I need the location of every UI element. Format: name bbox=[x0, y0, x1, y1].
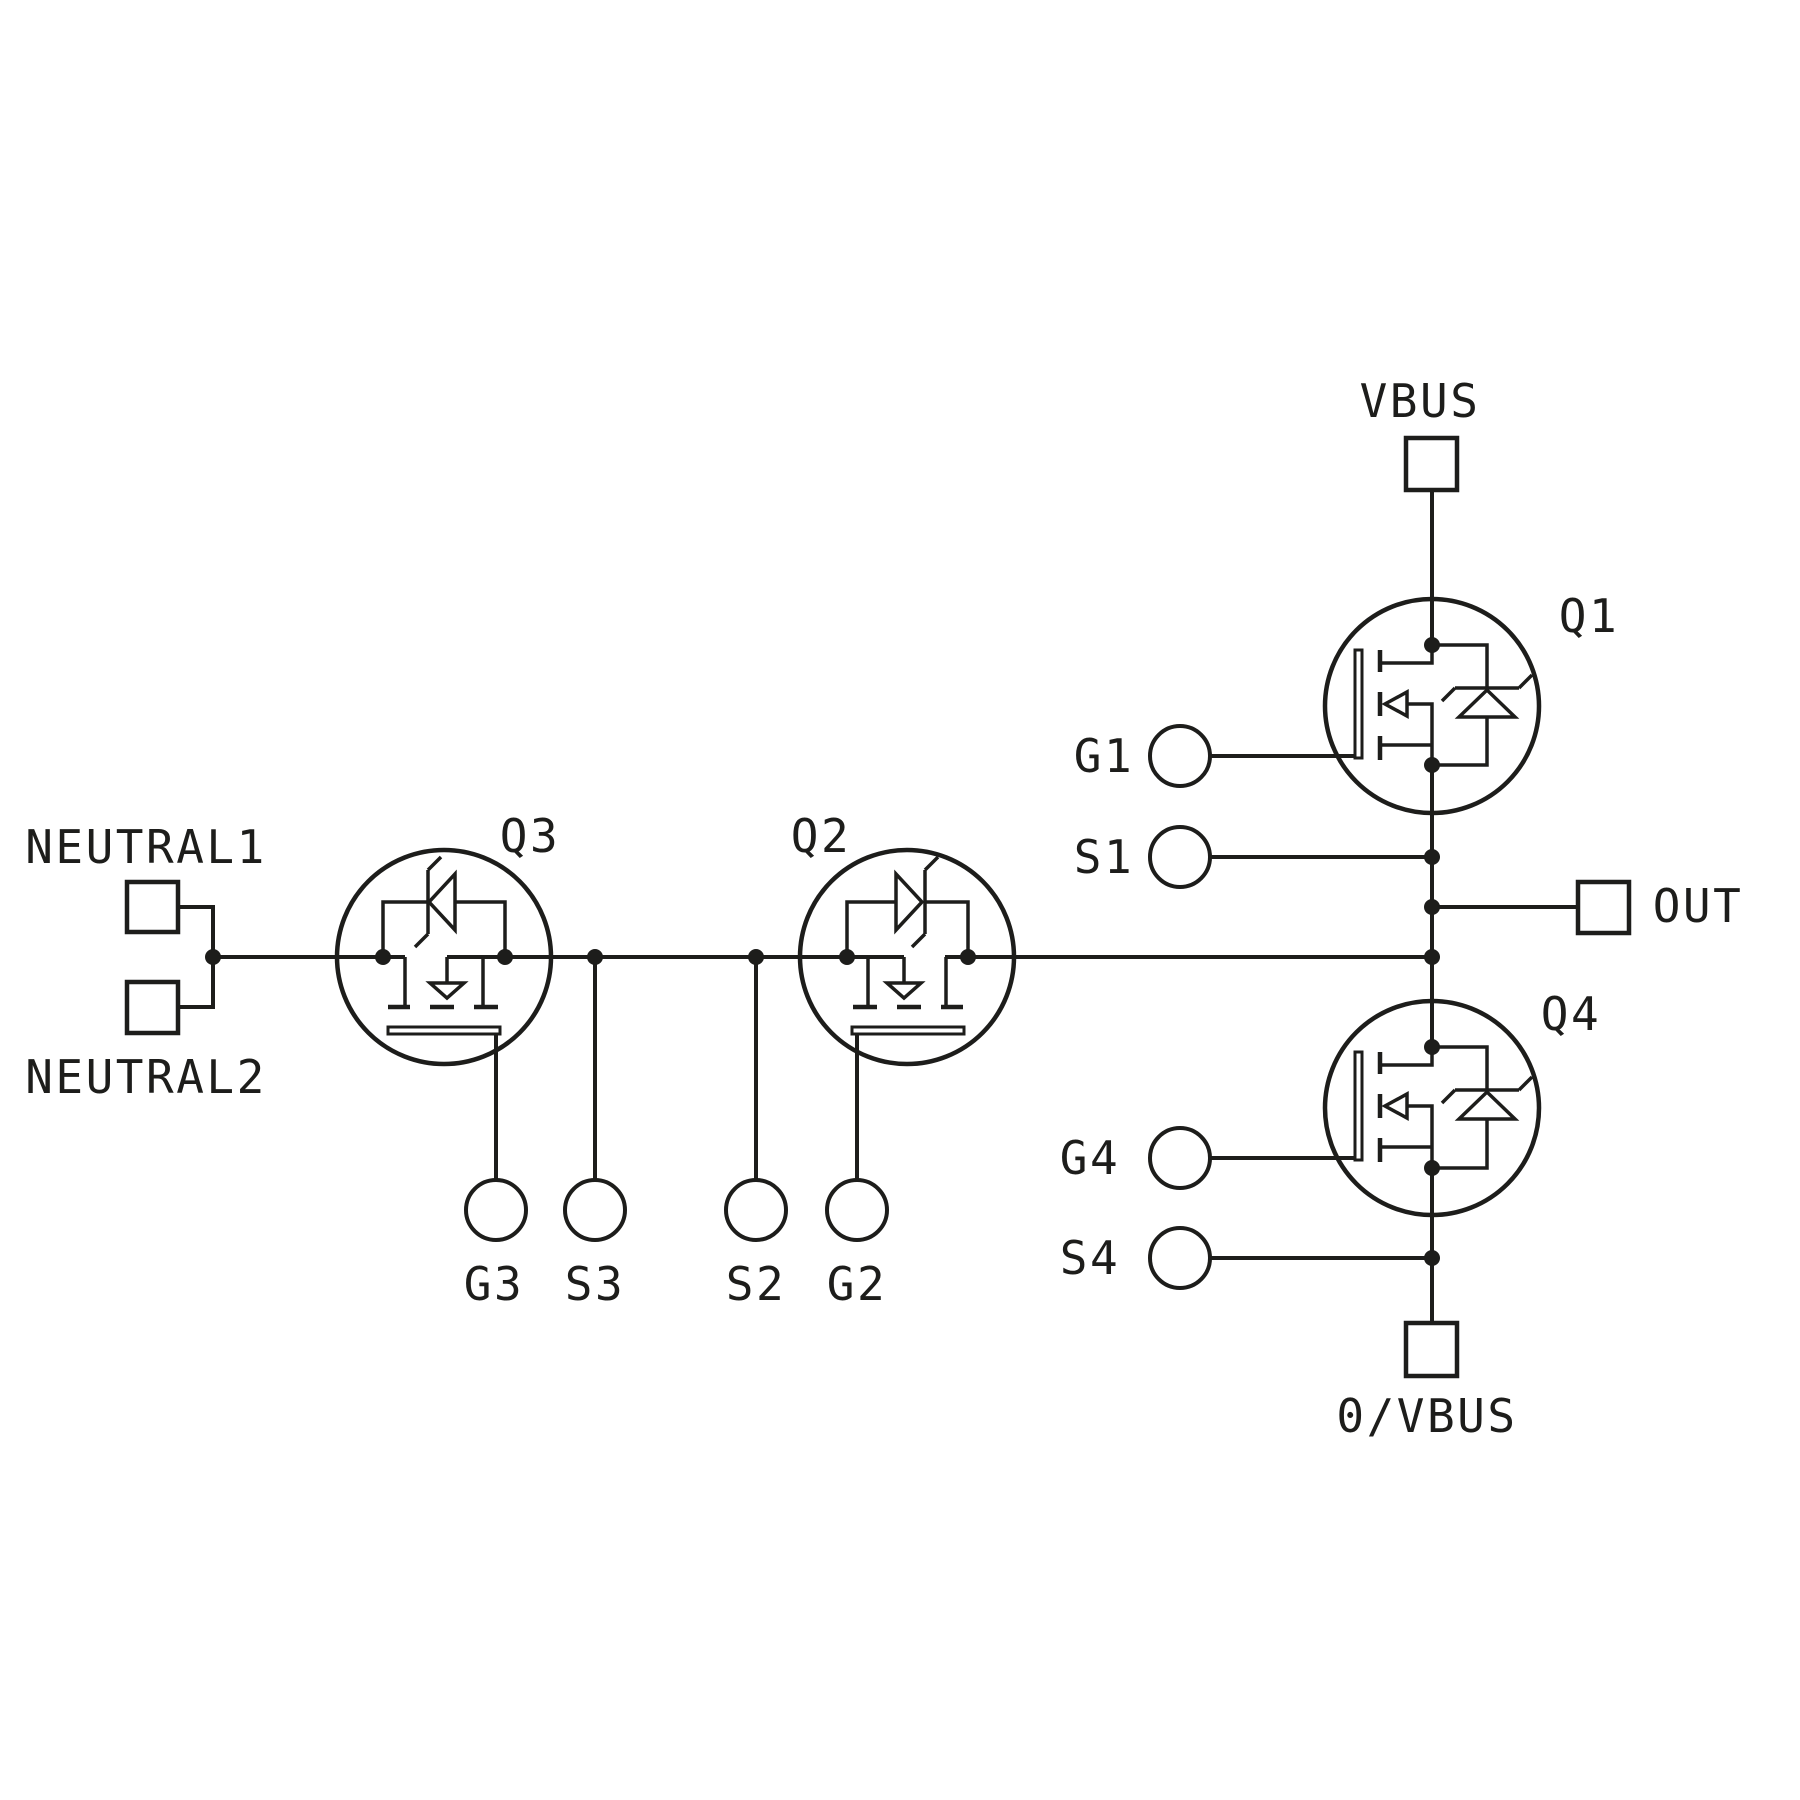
q3-source-junction-dot bbox=[497, 949, 513, 965]
q4-label: Q4 bbox=[1541, 987, 1601, 1041]
q2-gate-bar bbox=[850, 1025, 966, 1036]
junction-dots bbox=[205, 849, 1440, 1266]
s2-label: S2 bbox=[726, 1257, 786, 1311]
s3-junction-dot bbox=[587, 949, 603, 965]
labels: VBUS OUT 0/VBUS NEUTRAL1 NEUTRAL2 Q1 Q2 … bbox=[25, 374, 1744, 1443]
s1-label: S1 bbox=[1074, 830, 1134, 884]
q3-drain-junction-dot bbox=[375, 949, 391, 965]
g3-label: G3 bbox=[464, 1257, 524, 1311]
s4-junction-dot bbox=[1424, 1250, 1440, 1266]
neutral2-stub-wire bbox=[178, 957, 215, 1009]
q1-zener-anode-branch bbox=[1432, 717, 1489, 767]
pin-s2 bbox=[724, 1178, 788, 1242]
vbus-label: VBUS bbox=[1360, 374, 1481, 428]
q4-source-junction-dot bbox=[1424, 1160, 1440, 1176]
terminal-neutral2 bbox=[124, 979, 181, 1036]
q4-drain-stub bbox=[1380, 1047, 1434, 1067]
q3-label: Q3 bbox=[500, 809, 560, 863]
q4-drain-junction-dot bbox=[1424, 1039, 1440, 1055]
q4-zener-cathode-branch bbox=[1432, 1045, 1489, 1090]
pin-circles bbox=[464, 724, 1212, 1290]
pin-g1 bbox=[1148, 724, 1212, 788]
neutral2-label: NEUTRAL2 bbox=[25, 1050, 267, 1104]
q3-zener-cathode-branch bbox=[381, 900, 428, 957]
mosfet-q1 bbox=[1322, 596, 1542, 816]
terminal-squares bbox=[124, 435, 1632, 1379]
q4-body-circle bbox=[1322, 998, 1542, 1218]
mosfet-q3 bbox=[334, 847, 554, 1067]
q3-body-arrow-icon bbox=[425, 981, 469, 1001]
q2-zener-cathode-branch bbox=[925, 900, 970, 957]
g2-label: G2 bbox=[827, 1257, 887, 1311]
terminal-vbus bbox=[1403, 435, 1460, 493]
out-junction-dot bbox=[1424, 899, 1440, 915]
pin-g4 bbox=[1148, 1126, 1212, 1190]
out-label: OUT bbox=[1653, 879, 1744, 933]
terminal-neutral1 bbox=[124, 879, 181, 935]
q3-body-circle bbox=[334, 847, 554, 1067]
q1-gate-bar bbox=[1353, 648, 1364, 760]
q1-body-circle bbox=[1322, 596, 1542, 816]
q1-zener-triangle-icon bbox=[1454, 687, 1520, 719]
q2-zener-cathode-bar bbox=[910, 855, 940, 949]
pin-s3 bbox=[563, 1178, 627, 1242]
terminal-zero-vbus bbox=[1403, 1320, 1460, 1379]
q2-zener-anode-branch bbox=[845, 900, 896, 957]
g4-label: G4 bbox=[1060, 1131, 1120, 1185]
pin-g3 bbox=[464, 1178, 528, 1242]
terminal-out bbox=[1575, 879, 1632, 936]
neutral1-label: NEUTRAL1 bbox=[25, 820, 267, 874]
pin-s1 bbox=[1148, 825, 1212, 889]
zero-vbus-label: 0/VBUS bbox=[1336, 1389, 1517, 1443]
q1-body-source-link bbox=[1407, 702, 1434, 765]
s4-label: S4 bbox=[1060, 1231, 1120, 1285]
q1-zener-cathode-branch bbox=[1432, 643, 1489, 688]
q4-zener-triangle-icon bbox=[1454, 1089, 1520, 1121]
q3-gate-bar bbox=[386, 1025, 502, 1036]
q2-body-circle bbox=[797, 847, 1017, 1067]
q4-body-arrow-icon bbox=[1381, 1091, 1409, 1121]
s1-junction-dot bbox=[1424, 849, 1440, 865]
q2-body-arrow-icon bbox=[882, 981, 926, 1001]
q2-zener-triangle-icon bbox=[894, 869, 925, 935]
q2-drain-junction-dot bbox=[960, 949, 976, 965]
q2-label: Q2 bbox=[791, 809, 851, 863]
q4-zener-anode-branch bbox=[1432, 1119, 1489, 1170]
q1-label: Q1 bbox=[1559, 589, 1619, 643]
q4-gate-bar bbox=[1353, 1050, 1364, 1162]
pin-g2 bbox=[825, 1178, 889, 1242]
s3-label: S3 bbox=[565, 1257, 625, 1311]
q1-source-junction-dot bbox=[1424, 757, 1440, 773]
q1-drain-junction-dot bbox=[1424, 637, 1440, 653]
pin-s4 bbox=[1148, 1226, 1212, 1290]
neutral1-stub-wire bbox=[178, 905, 215, 957]
neutral-junction-dot bbox=[205, 949, 221, 965]
mosfet-q2 bbox=[797, 847, 1017, 1067]
mosfet-q4 bbox=[1322, 998, 1542, 1218]
q3-zener-anode-branch bbox=[455, 900, 507, 957]
main-bus-junction-dot bbox=[1424, 949, 1440, 965]
s2-junction-dot bbox=[748, 949, 764, 965]
q3-zener-triangle-icon bbox=[426, 869, 457, 935]
q1-body-arrow-icon bbox=[1381, 689, 1409, 719]
q2-source-junction-dot bbox=[839, 949, 855, 965]
g1-label: G1 bbox=[1074, 729, 1134, 783]
q1-drain-stub bbox=[1380, 645, 1434, 665]
q4-body-source-link bbox=[1407, 1104, 1434, 1168]
